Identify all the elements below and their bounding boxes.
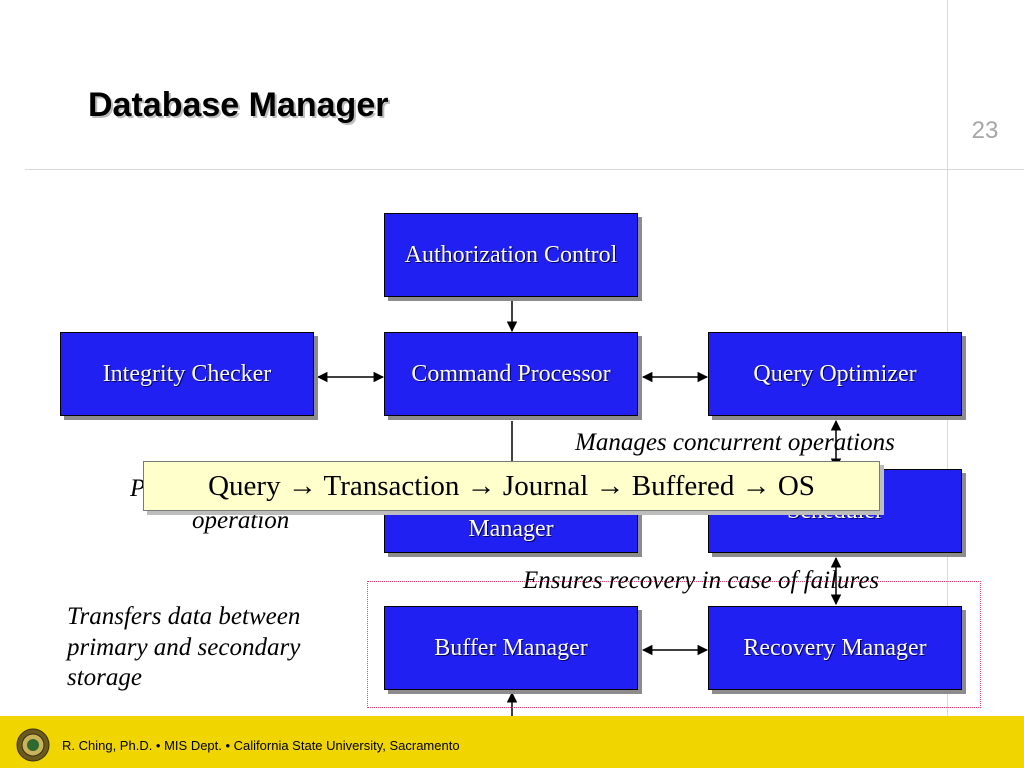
page-number: 23 <box>971 117 999 144</box>
query-optimizer-box: Query Optimizer <box>708 332 962 416</box>
recovery-manager-box: Recovery Manager <box>708 606 962 690</box>
horizontal-divider <box>25 169 1024 170</box>
command-processor-box: Command Processor <box>384 332 638 416</box>
query-flow-callout: Query → Transaction → Journal → Buffered… <box>143 461 880 511</box>
buffer-manager-box: Buffer Manager <box>384 606 638 690</box>
footer-bar <box>0 716 1024 768</box>
note-operation-partial: operation <box>192 507 290 534</box>
integrity-checker-box: Integrity Checker <box>60 332 314 416</box>
slide-title: Database Manager <box>88 86 389 124</box>
note-partial-prefix: P <box>130 475 146 502</box>
authorization-control-box: Authorization Control <box>384 213 638 297</box>
note-concurrent-operations: Manages concurrent operations <box>575 429 895 456</box>
university-seal-icon <box>16 728 50 762</box>
footer-credit: R. Ching, Ph.D. • MIS Dept. • California… <box>62 738 460 753</box>
dotted-group-outline <box>367 581 981 708</box>
note-ensures-recovery: Ensures recovery in case of failures <box>523 567 880 594</box>
note-transfers-data: Transfers data between primary and secon… <box>67 603 301 691</box>
